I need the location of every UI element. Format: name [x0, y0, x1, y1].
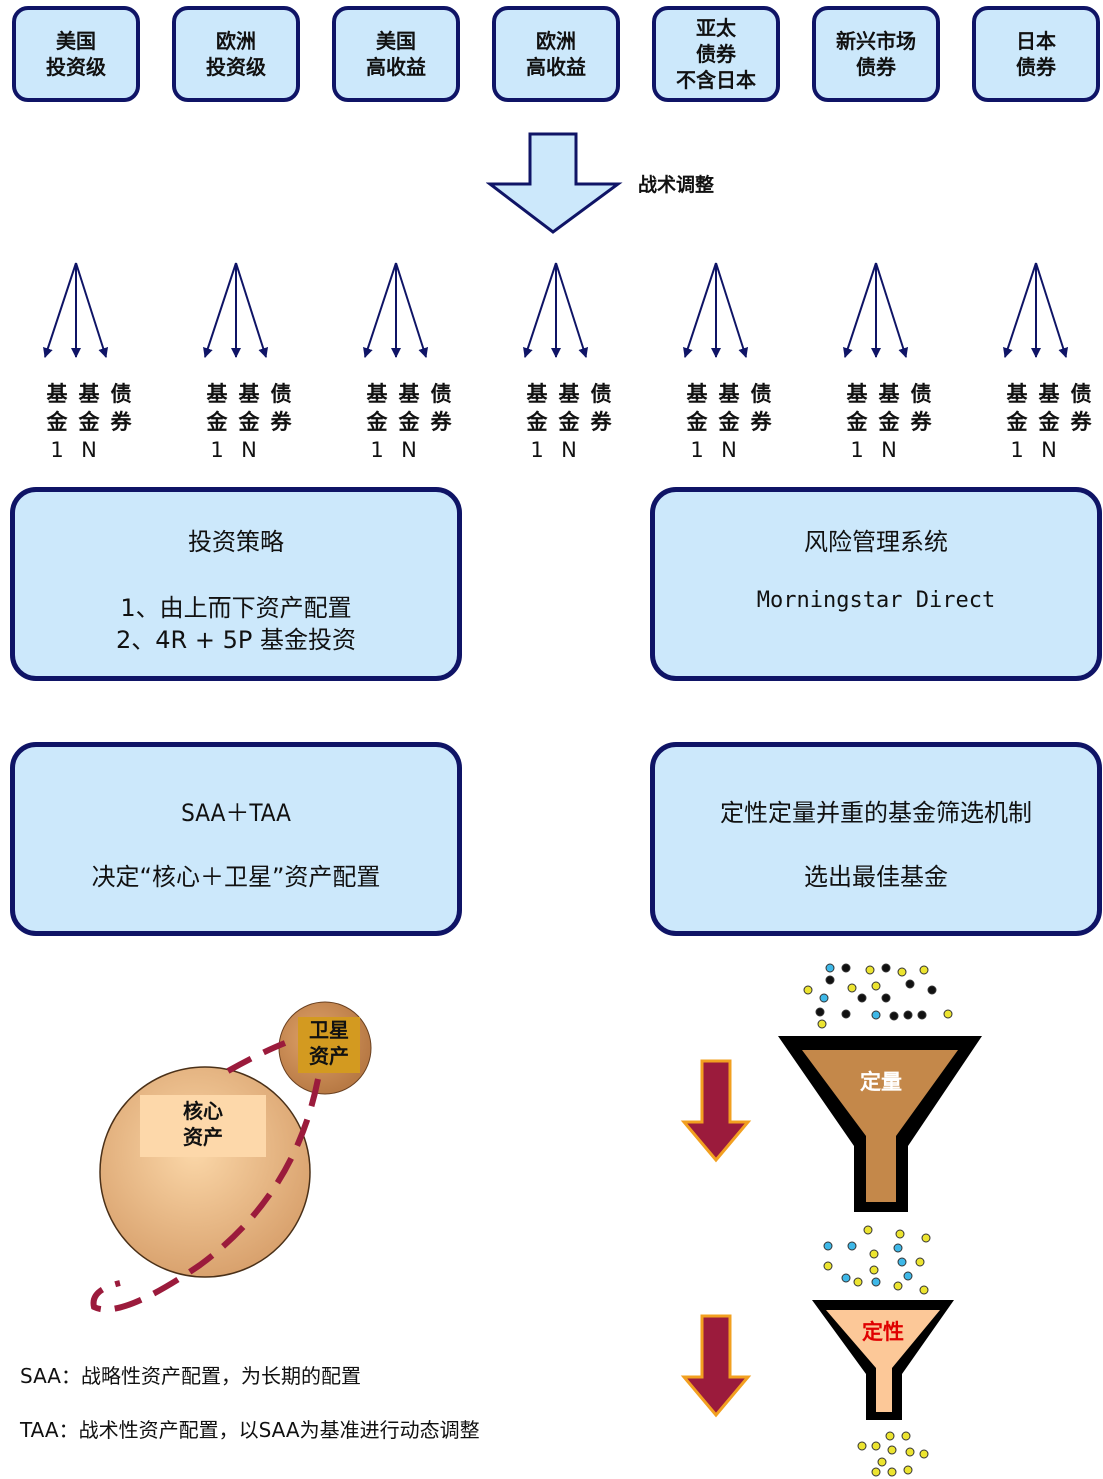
- particles-bottom: [857, 1431, 929, 1477]
- quantitative-funnel-label: 定量: [860, 1070, 902, 1094]
- screening-box: 定性定量并重的基金筛选机制 选出最佳基金: [650, 742, 1102, 936]
- strategy-line-2: 2、4R + 5P 基金投资: [116, 626, 356, 654]
- tactical-down-arrow: [486, 132, 623, 234]
- taa-note: TAA：战术性资产配置，以SAA为基准进行动态调整: [20, 1418, 480, 1442]
- risk-system-name: Morningstar Direct: [756, 588, 996, 613]
- category-europe-high-yield: 欧洲 高收益: [492, 6, 620, 102]
- fund-fan-arrows: [43, 262, 1069, 358]
- down-arrow-quantitative: [680, 1059, 752, 1163]
- satellite-label-bg: [298, 1017, 360, 1073]
- satellite-asset-label: 卫星 资产: [309, 1018, 349, 1068]
- orbit-front: [226, 1040, 287, 1074]
- category-us-high-yield: 美国 高收益: [332, 6, 460, 102]
- particles-middle: [823, 1225, 931, 1295]
- screening-subtitle: 选出最佳基金: [804, 863, 948, 891]
- allocation-title: SAA＋TAA: [181, 799, 291, 827]
- screening-title: 定性定量并重的基金筛选机制: [720, 799, 1032, 827]
- category-emerging-market-bonds: 新兴市场 债券: [812, 6, 940, 102]
- tactical-adjust-label: 战术调整: [638, 174, 715, 196]
- category-us-investment-grade: 美国 投资级: [12, 6, 140, 102]
- core-label-bg: [140, 1095, 266, 1157]
- core-asset-label: 核心 资产: [183, 1099, 223, 1149]
- strategy-line-1: 1、由上而下资产配置: [120, 594, 352, 622]
- category-asia-pacific-bonds: 亚太 债券 不含日本: [652, 6, 780, 102]
- down-arrow-qualitative: [680, 1314, 752, 1418]
- strategy-title: 投资策略: [188, 528, 284, 556]
- risk-management-box: 风险管理系统 Morningstar Direct: [650, 487, 1102, 681]
- investment-strategy-box: 投资策略 1、由上而下资产配置 2、4R + 5P 基金投资: [10, 487, 462, 681]
- core-satellite-illustration: [90, 1001, 372, 1313]
- allocation-subtitle: 决定“核心＋卫星”资产配置: [91, 863, 381, 891]
- risk-title: 风险管理系统: [804, 528, 948, 556]
- particles-top: [803, 963, 953, 1029]
- quantitative-funnel: [778, 1036, 982, 1212]
- category-japan-bonds: 日本 债券: [972, 6, 1100, 102]
- orbit-back: [90, 1078, 321, 1313]
- qualitative-funnel-label: 定性: [862, 1320, 904, 1344]
- category-europe-investment-grade: 欧洲 投资级: [172, 6, 300, 102]
- qualitative-funnel: [812, 1300, 954, 1420]
- saa-note: SAA：战略性资产配置，为长期的配置: [20, 1364, 361, 1388]
- allocation-box: SAA＋TAA 决定“核心＋卫星”资产配置: [10, 742, 462, 936]
